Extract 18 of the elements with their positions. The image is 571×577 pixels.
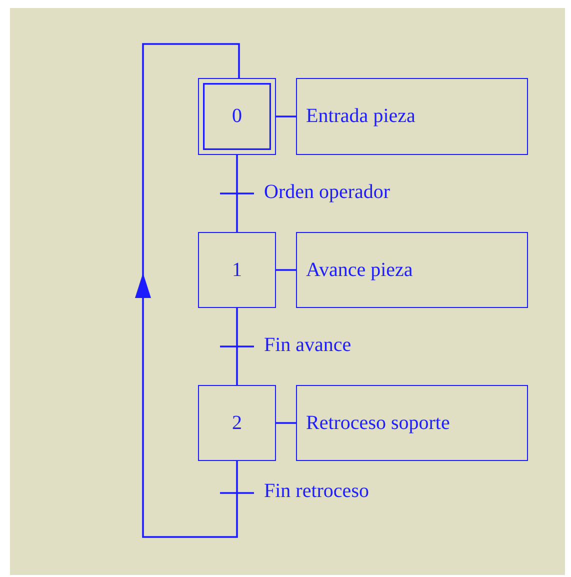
action-box — [296, 232, 528, 308]
action-box — [296, 385, 528, 461]
step-number: 0 — [232, 105, 242, 128]
action-box — [296, 78, 528, 155]
action-text: Entrada pieza — [306, 105, 416, 128]
connector-line — [236, 308, 238, 385]
action-text: Retroceso soporte — [306, 412, 450, 434]
action-text: Avance pieza — [306, 258, 413, 282]
step-box — [198, 385, 276, 461]
connector-line — [236, 155, 238, 232]
step-number: 1 — [232, 258, 242, 282]
connector-line — [276, 116, 296, 118]
connector-line — [276, 422, 296, 424]
initial-step-box — [198, 78, 276, 155]
connector-line — [276, 269, 296, 271]
step-number: 2 — [232, 412, 242, 434]
step-box — [198, 232, 276, 308]
return-arrow — [135, 43, 240, 538]
